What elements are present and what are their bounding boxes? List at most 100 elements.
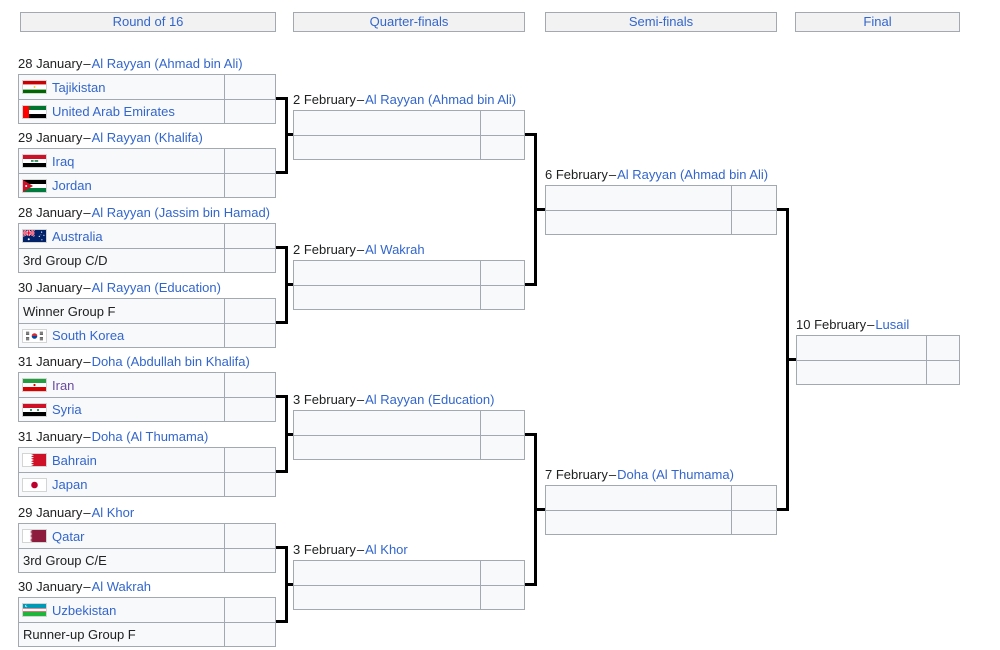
venue-link[interactable]: Al Rayyan (Education)	[365, 392, 495, 407]
venue-link[interactable]: Al Rayyan (Khalifa)	[91, 130, 203, 145]
venue-link[interactable]: Al Rayyan (Ahmad bin Ali)	[617, 167, 769, 182]
score-cell	[224, 623, 275, 646]
south-korea-flag	[23, 329, 46, 342]
bracket-connector	[276, 321, 285, 324]
team-cell-empty	[797, 361, 926, 384]
team-cell-empty	[546, 211, 731, 234]
team-row: Uzbekistan	[19, 598, 275, 622]
team-link[interactable]: Syria	[52, 402, 82, 417]
match-table	[293, 410, 525, 460]
iran-flag	[23, 379, 46, 391]
quarter-finals-link[interactable]: Quarter-finals	[369, 14, 449, 29]
team-row	[797, 336, 959, 360]
team-link[interactable]: Australia	[52, 228, 103, 244]
placeholder-team-label: 3rd Group C/E	[23, 553, 107, 568]
bracket-connector	[525, 283, 534, 286]
team-link[interactable]: Iraq	[52, 153, 75, 169]
team-link[interactable]: Qatar	[52, 528, 85, 544]
team-cell: Australia	[19, 224, 224, 248]
team-row	[797, 360, 959, 384]
score-cell	[224, 174, 275, 197]
r16-match-7: 29 January–Al Khor Qatar 3rd Group C/E	[18, 504, 276, 573]
score-cell	[224, 598, 275, 622]
team-row: Winner Group F	[19, 299, 275, 323]
score-cell	[731, 211, 776, 234]
team-cell-empty	[546, 486, 731, 510]
team-row: Japan	[19, 472, 275, 496]
score-cell	[224, 249, 275, 272]
score-cell	[224, 524, 275, 548]
round-of-16-link[interactable]: Round of 16	[112, 14, 184, 29]
venue-link[interactable]: Al Rayyan (Education)	[91, 280, 221, 295]
r16-match-6: 31 January–Doha (Al Thumama) Bahrain Jap…	[18, 428, 276, 497]
match-table: Uzbekistan Runner-up Group F	[18, 597, 276, 647]
team-cell: Iraq	[19, 149, 224, 173]
australia-flag	[23, 230, 46, 242]
match-date: 30 January–Al Wakrah	[18, 579, 152, 594]
venue-link[interactable]: Al Khor	[365, 542, 408, 557]
tajikistan-flag	[23, 81, 46, 93]
bracket-connector	[276, 620, 285, 623]
venue-link[interactable]: Al Wakrah	[365, 242, 425, 257]
score-cell	[731, 511, 776, 534]
venue-link[interactable]: Al Rayyan (Jassim bin Hamad)	[91, 205, 271, 220]
venue-link[interactable]: Doha (Al Thumama)	[91, 429, 209, 444]
qf-match-2: 2 February–Al Wakrah	[293, 241, 525, 310]
match-date: 29 January–Al Khor	[18, 505, 135, 520]
bracket-connector	[525, 433, 534, 436]
bracket-connector	[786, 358, 796, 361]
match-date: 31 January–Doha (Al Thumama)	[18, 429, 209, 444]
match-table: Bahrain Japan	[18, 447, 276, 497]
team-row: United Arab Emirates	[19, 99, 275, 123]
score-cell	[480, 586, 524, 609]
team-cell: 3rd Group C/D	[19, 249, 224, 272]
team-row: 3rd Group C/E	[19, 548, 275, 572]
bracket-connector	[285, 583, 293, 586]
bahrain-flag	[23, 454, 46, 466]
bracket-connector	[276, 395, 285, 398]
column-header-quarter-finals: Quarter-finals	[293, 12, 525, 32]
team-cell: Japan	[19, 473, 224, 496]
team-cell: Jordan	[19, 174, 224, 197]
team-link[interactable]: Jordan	[52, 178, 92, 193]
score-cell	[480, 411, 524, 435]
team-link[interactable]: South Korea	[52, 328, 125, 343]
bracket-connector	[285, 433, 293, 436]
score-cell	[224, 299, 275, 323]
final-link[interactable]: Final	[863, 14, 892, 29]
team-row: Jordan	[19, 173, 275, 197]
bracket-connector	[525, 583, 534, 586]
team-link[interactable]: United Arab Emirates	[52, 104, 175, 119]
team-link[interactable]: Bahrain	[52, 452, 97, 468]
japan-flag	[23, 478, 46, 491]
venue-link[interactable]: Al Rayyan (Ahmad bin Ali)	[91, 56, 243, 71]
sf-match-2: 7 February–Doha (Al Thumama)	[545, 466, 777, 535]
score-cell	[224, 549, 275, 572]
venue-link[interactable]: Doha (Al Thumama)	[617, 467, 734, 482]
team-link[interactable]: Tajikistan	[52, 79, 106, 95]
bracket-connector	[534, 208, 545, 211]
r16-match-4: 30 January–Al Rayyan (Education) Winner …	[18, 279, 276, 348]
team-link[interactable]: Iran	[52, 377, 75, 393]
venue-link[interactable]: Al Wakrah	[91, 579, 152, 594]
venue-link[interactable]: Al Rayyan (Ahmad bin Ali)	[365, 92, 517, 107]
venue-link[interactable]: Doha (Abdullah bin Khalifa)	[91, 354, 250, 369]
column-header-round-of-16: Round of 16	[20, 12, 276, 32]
team-link[interactable]: Uzbekistan	[52, 602, 117, 618]
venue-link[interactable]: Al Khor	[91, 505, 135, 520]
team-cell: Bahrain	[19, 448, 224, 472]
iraq-flag	[23, 155, 46, 167]
semi-finals-link[interactable]: Semi-finals	[628, 14, 694, 29]
match-table: Tajikistan United Arab Emirates	[18, 74, 276, 124]
venue-link[interactable]: Lusail	[875, 317, 910, 332]
team-row: Iraq	[19, 149, 275, 173]
qf-match-4: 3 February–Al Khor	[293, 541, 525, 610]
bracket-connector	[276, 246, 285, 249]
team-row	[294, 411, 524, 435]
team-row	[546, 186, 776, 210]
match-date: 6 February–Al Rayyan (Ahmad bin Ali)	[545, 167, 769, 182]
match-table: Qatar 3rd Group C/E	[18, 523, 276, 573]
match-date: 2 February–Al Rayyan (Ahmad bin Ali)	[293, 92, 517, 107]
team-link[interactable]: Japan	[52, 477, 88, 492]
score-cell	[480, 436, 524, 459]
